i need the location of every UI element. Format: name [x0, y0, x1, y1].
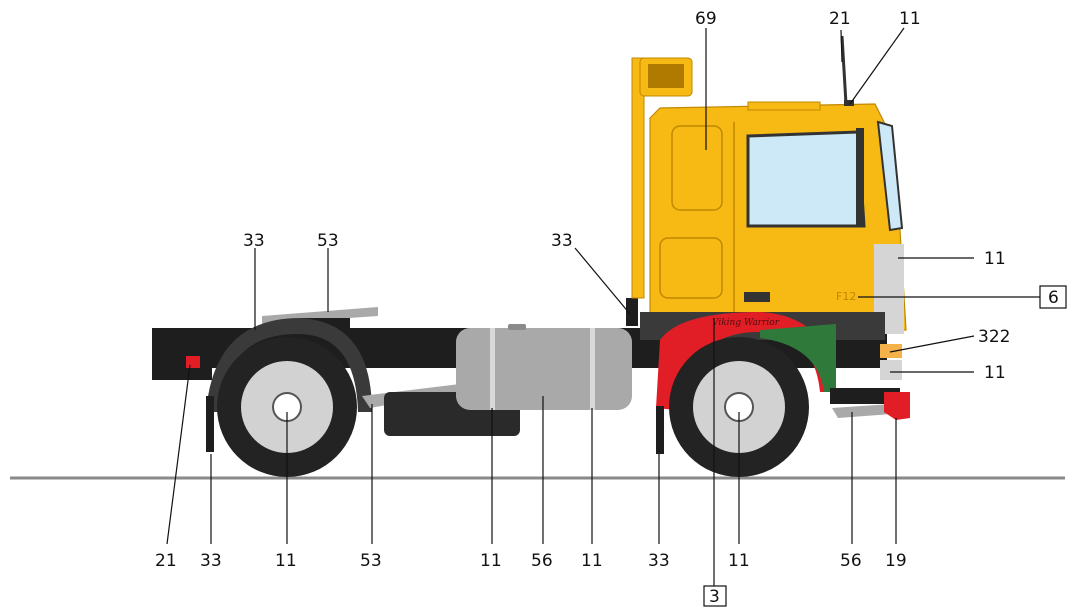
label-front-step: 56: [840, 551, 862, 571]
front-mudflap: [656, 406, 664, 454]
label-exhaust: 33: [551, 231, 573, 251]
tank-strap-front: [490, 328, 495, 410]
cab-upper-panel: [671, 125, 723, 211]
label-rear-wheel: 11: [275, 551, 297, 571]
label-fifth-wheel: 53: [317, 231, 339, 251]
side-script: Viking Warrior: [712, 318, 780, 328]
leader-33-mid: [574, 247, 631, 315]
roof-light: [844, 100, 854, 106]
mud-guard: [884, 392, 910, 420]
label-tank-strap-front: 11: [480, 551, 502, 571]
box-wheel-arch: [703, 585, 727, 607]
front-bumper-light: [880, 360, 902, 380]
label-antenna: 21: [829, 9, 851, 29]
cab-lower-panel: [659, 237, 723, 299]
label-roof-light: 11: [899, 9, 921, 29]
rear-light-lamp: [186, 356, 200, 368]
label-tank-strap-rear: 11: [581, 551, 603, 571]
windscreen-edge: [876, 120, 904, 232]
rear-mudflap: [206, 396, 214, 452]
front-bumper: [830, 388, 900, 404]
label-trim-strip: 6: [1048, 288, 1059, 308]
air-intake-pipe: [631, 57, 645, 299]
tank-cap: [508, 324, 526, 330]
leader-11-top: [849, 27, 905, 105]
label-mud-guard: 19: [885, 551, 907, 571]
label-cab-top: 69: [695, 9, 717, 29]
rear-crossmember: [152, 340, 212, 380]
label-rear-light: 21: [155, 551, 177, 571]
mirror-arm: [856, 128, 864, 226]
label-grille-side: 11: [984, 249, 1006, 269]
exhaust-stack: [626, 298, 638, 326]
air-intake-grille: [648, 64, 684, 88]
label-front-wheel: 11: [728, 551, 750, 571]
leader-21-bottom: [166, 364, 191, 545]
label-wheel-arch: 3: [709, 587, 720, 607]
label-indicator: 322: [978, 327, 1010, 347]
fuel-tank: [456, 328, 632, 410]
box-trim-strip: [1039, 285, 1067, 309]
front-indicator: [880, 344, 902, 358]
label-fuel-tank: 56: [531, 551, 553, 571]
rear-fender: [206, 318, 372, 412]
tank-strap-rear: [590, 328, 595, 410]
leader-21-top: [840, 29, 843, 63]
leader-322: [889, 335, 975, 353]
label-step-rear: 53: [360, 551, 382, 571]
model-badge: F12: [836, 290, 856, 303]
roof-spoiler: [747, 101, 821, 111]
label-bumper-light: 11: [984, 363, 1006, 383]
green-accent: [760, 324, 836, 392]
door-handle: [744, 292, 770, 302]
front-step: [832, 404, 892, 418]
label-rear-mudflap: 33: [200, 551, 222, 571]
label-front-mudflap: 33: [648, 551, 670, 571]
label-fifth-wheel-fender: 33: [243, 231, 265, 251]
cab-window: [746, 130, 866, 228]
antenna: [840, 35, 848, 105]
